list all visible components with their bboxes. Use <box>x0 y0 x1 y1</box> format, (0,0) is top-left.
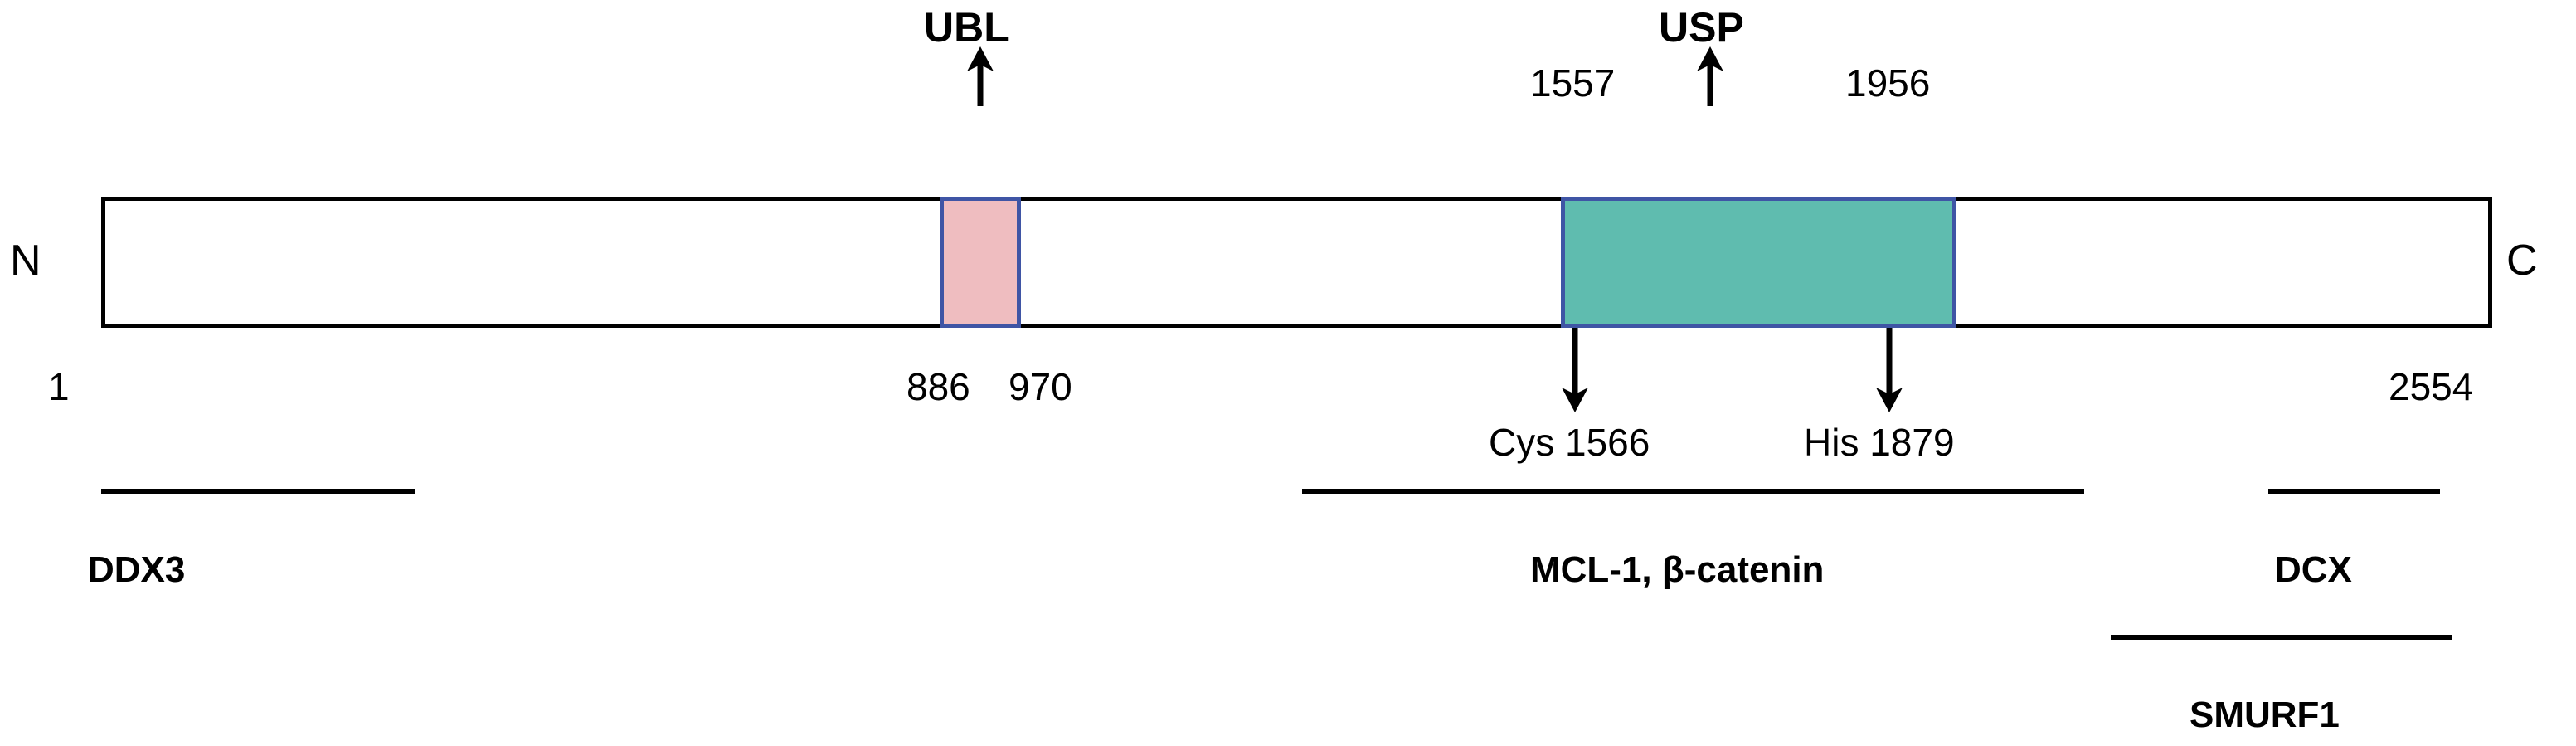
domain-title-usp: USP <box>1659 4 1744 51</box>
partner-region-line-mcl1 <box>1302 489 2084 494</box>
partner-label-dcx: DCX <box>2275 549 2352 590</box>
residue-position-start: 1 <box>48 365 70 408</box>
protein-backbone-bar <box>101 197 2492 328</box>
partner-label-smurf1: SMURF1 <box>2190 695 2340 735</box>
c-terminus-label: C <box>2506 236 2538 285</box>
partner-label-mcl1: MCL-1, β-catenin <box>1530 549 1825 590</box>
catalytic-residue-label-his: His 1879 <box>1804 421 1955 464</box>
arrow-up-usp-icon <box>1697 46 1723 106</box>
residue-position-usp-start: 1557 <box>1530 61 1616 105</box>
arrow-up-ubl-icon <box>967 46 994 106</box>
domain-box-ubl[interactable] <box>940 197 1021 328</box>
n-terminus-label: N <box>10 236 41 285</box>
catalytic-residue-label-cys: Cys 1566 <box>1489 421 1650 464</box>
domain-box-usp[interactable] <box>1561 197 1956 328</box>
arrow-down-his-icon <box>1876 328 1903 412</box>
domain-title-ubl: UBL <box>924 4 1009 51</box>
partner-region-line-dcx <box>2268 489 2440 494</box>
partner-region-line-smurf1 <box>2111 635 2452 640</box>
residue-position-ubl-end: 970 <box>1009 365 1072 408</box>
residue-position-usp-end: 1956 <box>1845 61 1931 105</box>
partner-label-ddx3: DDX3 <box>88 549 186 590</box>
residue-position-ubl-start: 886 <box>906 365 970 408</box>
partner-region-line-ddx3 <box>101 489 415 494</box>
residue-position-end: 2554 <box>2389 365 2474 408</box>
arrow-down-cys-icon <box>1562 328 1588 412</box>
